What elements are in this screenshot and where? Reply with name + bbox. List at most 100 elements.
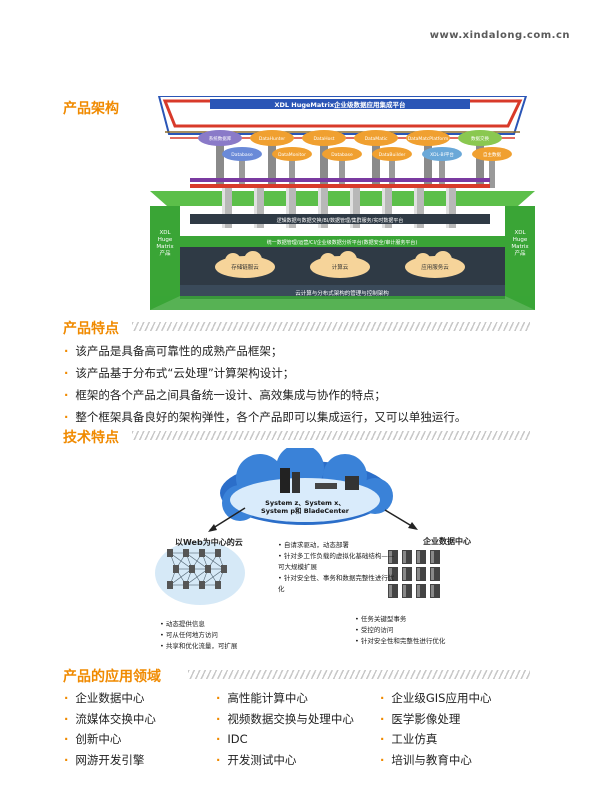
pill-back: DataHost bbox=[302, 130, 346, 188]
web-cloud-label: 以Web为中心的云 bbox=[175, 538, 243, 547]
top-band bbox=[210, 99, 470, 109]
server-rack-graphic bbox=[388, 550, 440, 598]
svg-text:应用服务云: 应用服务云 bbox=[421, 263, 449, 271]
svg-text:云计算与分布式架构的管理与控制架构: 云计算与分布式架构的管理与控制架构 bbox=[295, 289, 389, 297]
support-column bbox=[254, 188, 264, 228]
features-hatch bbox=[132, 322, 530, 331]
pill-front: DataMonitor bbox=[272, 147, 312, 188]
svg-text:DataMonitor: DataMonitor bbox=[278, 152, 306, 158]
app-item: 医学影像处理 bbox=[380, 709, 491, 730]
pill-back: 系统数据库 bbox=[198, 130, 242, 188]
apps-hatch bbox=[188, 670, 530, 679]
svg-text:计算云: 计算云 bbox=[332, 263, 349, 271]
server-unit bbox=[430, 584, 440, 598]
left-notes: 动态提供信息 可从任何地方访问 共享和优化流量，可扩展 bbox=[160, 619, 238, 652]
web-network-graphic bbox=[155, 541, 245, 605]
app-item: 企业数据中心 bbox=[64, 688, 156, 709]
support-column bbox=[446, 188, 456, 228]
apps-title: 产品的应用领域 bbox=[63, 669, 161, 685]
support-column bbox=[318, 188, 328, 228]
feature-item: 框架的各个产品之间具备统一设计、高效集成与协作的特点； bbox=[64, 384, 466, 406]
pill-back: DataHunter bbox=[250, 130, 294, 188]
server-unit bbox=[416, 550, 426, 564]
tech-diagram: System z、System x、System p和 BladeCenter bbox=[155, 448, 440, 605]
apps-col-2: 高性能计算中心 视频数据交换与处理中心 IDC 开发测试中心 bbox=[216, 688, 354, 770]
cloud-item: 应用服务云 bbox=[405, 251, 465, 278]
feature-item: 该产品基于分布式“云处理”计算架构设计； bbox=[64, 362, 466, 384]
pill-back: 数据交换 bbox=[458, 130, 502, 188]
feature-item: 整个框架具备良好的架构弹性，各个产品即可以集成运行，又可以单独运行。 bbox=[64, 406, 466, 428]
svg-text:Database: Database bbox=[231, 152, 253, 158]
cloud-item: 存储链服云 bbox=[215, 251, 275, 278]
support-column bbox=[414, 188, 424, 228]
apps-col-3: 企业级GIS应用中心 医学影像处理 工业仿真 培训与教育中心 bbox=[380, 688, 491, 770]
server-unit bbox=[402, 550, 412, 564]
cloud-graphic bbox=[220, 448, 393, 525]
server-unit bbox=[402, 567, 412, 581]
pill-front: XDL-BI平台 bbox=[422, 147, 462, 188]
svg-text:DataHost: DataHost bbox=[314, 136, 335, 142]
svg-text:统一数据管理/运营/CI/企业级数据分析平台(数据安全/审计: 统一数据管理/运营/CI/企业级数据分析平台(数据安全/审计服务平台) bbox=[267, 239, 418, 246]
server-unit bbox=[430, 550, 440, 564]
center-note: 针对安全性、事务和数据完整性进行优化 bbox=[278, 573, 398, 595]
tech-title: 技术特点 bbox=[63, 430, 119, 446]
center-notes: 自请求驱动，动态部署 针对多工作负载的虚拟化基础结构——可大规模扩展 针对安全性… bbox=[278, 540, 398, 595]
svg-text:DataHunter: DataHunter bbox=[259, 136, 285, 142]
svg-text:XDL-BI平台: XDL-BI平台 bbox=[430, 151, 454, 158]
svg-text:DataBuilder: DataBuilder bbox=[379, 152, 406, 158]
right-wall bbox=[505, 206, 535, 310]
pill-front: DataBuilder bbox=[372, 147, 412, 188]
feature-item: 该产品是具备高可靠性的成熟产品框架； bbox=[64, 340, 466, 362]
app-item: 网游开发引擎 bbox=[64, 750, 156, 771]
app-item: IDC bbox=[216, 729, 354, 750]
site-url: www.xindalong.com.cn bbox=[429, 30, 570, 41]
svg-text:逻辑数据与数据交换/BI/数据管理/集群服务/实时数据平台: 逻辑数据与数据交换/BI/数据管理/集群服务/实时数据平台 bbox=[277, 217, 404, 224]
app-item: 培训与教育中心 bbox=[380, 750, 491, 771]
green-slab-top bbox=[150, 191, 535, 206]
svg-text:数据交换: 数据交换 bbox=[471, 135, 489, 142]
pill-back: DataMatic bbox=[354, 130, 398, 188]
support-column bbox=[286, 188, 296, 228]
right-note: 任务关键型事务 bbox=[355, 614, 445, 625]
svg-text:DataMatcPlatform: DataMatcPlatform bbox=[408, 136, 449, 142]
support-column bbox=[350, 188, 360, 228]
cloud-item: 计算云 bbox=[310, 251, 370, 278]
architecture-title: 产品架构 bbox=[63, 101, 119, 117]
app-item: 工业仿真 bbox=[380, 729, 491, 750]
left-note: 共享和优化流量，可扩展 bbox=[160, 641, 238, 652]
left-note: 可从任何地方访问 bbox=[160, 630, 237, 641]
features-list: 该产品是具备高可靠性的成熟产品框架； 该产品基于分布式“云处理”计算架构设计； … bbox=[64, 340, 466, 428]
features-title: 产品特点 bbox=[63, 321, 119, 337]
pill-back: DataMatcPlatform bbox=[406, 130, 450, 188]
apps-col-1: 企业数据中心 流媒体交换中心 创新中心 网游开发引擎 bbox=[64, 688, 156, 770]
pill-front: 自主数据 bbox=[472, 147, 512, 188]
left-wall bbox=[150, 206, 180, 310]
server-unit bbox=[402, 584, 412, 598]
base-band bbox=[180, 285, 505, 299]
server-unit bbox=[416, 567, 426, 581]
app-item: 视频数据交换与处理中心 bbox=[216, 709, 354, 730]
app-item: 企业级GIS应用中心 bbox=[380, 688, 491, 709]
center-note: 针对多工作负载的虚拟化基础结构——可大规模扩展 bbox=[278, 551, 398, 573]
right-notes: 任务关键型事务 受控的访问 针对安全性和完整性进行优化 bbox=[355, 614, 446, 647]
svg-text:Database: Database bbox=[331, 152, 353, 158]
enterprise-dc-label: 企业数据中心 bbox=[423, 537, 471, 546]
right-note: 受控的访问 bbox=[355, 625, 445, 636]
app-item: 流媒体交换中心 bbox=[64, 709, 156, 730]
center-note: 自请求驱动，动态部署 bbox=[278, 540, 398, 551]
support-column bbox=[382, 188, 392, 228]
app-item: 创新中心 bbox=[64, 729, 156, 750]
tech-hatch bbox=[132, 431, 530, 440]
svg-text:存储链服云: 存储链服云 bbox=[231, 263, 259, 271]
server-unit bbox=[416, 584, 426, 598]
band1 bbox=[190, 214, 490, 224]
frame-blue bbox=[157, 96, 528, 135]
left-note: 动态提供信息 bbox=[160, 619, 237, 630]
svg-text:DataMatic: DataMatic bbox=[365, 136, 388, 142]
pill-front: Database bbox=[322, 147, 362, 188]
right-note: 针对安全性和完整性进行优化 bbox=[355, 636, 446, 647]
band2 bbox=[180, 236, 505, 247]
